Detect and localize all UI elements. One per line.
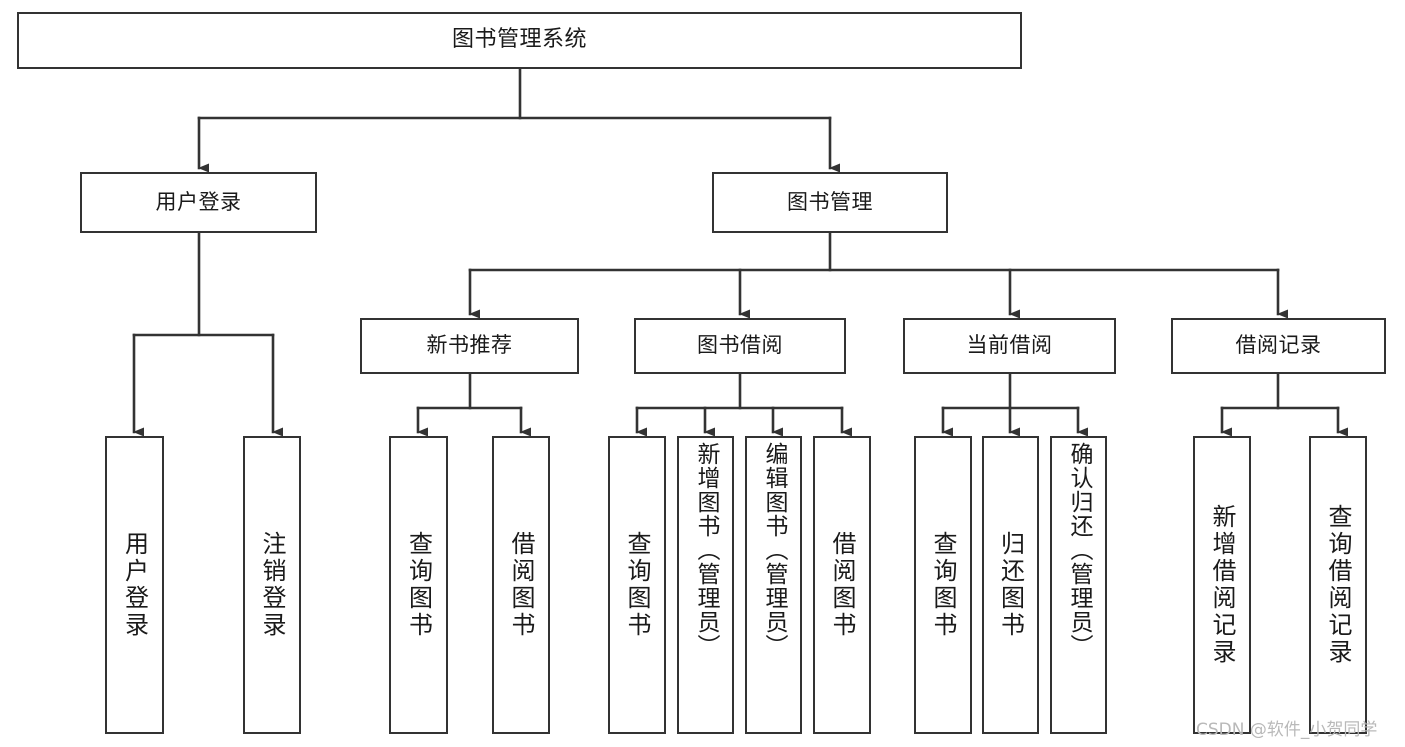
leaf-user-logout[interactable]: 注销登录 (243, 436, 301, 734)
leaf-add-book-label: 新增图书（管理员） (693, 442, 719, 658)
leaf-borrow-book-2[interactable]: 借阅图书 (813, 436, 871, 734)
node-new-book-recommend[interactable]: 新书推荐 (360, 318, 579, 374)
node-book-borrow[interactable]: 图书借阅 (634, 318, 846, 374)
leaf-borrow-book-1-label: 借阅图书 (507, 531, 535, 639)
leaf-borrow-book-1[interactable]: 借阅图书 (492, 436, 550, 734)
node-new-book-recommend-label: 新书推荐 (426, 333, 513, 358)
leaf-borrow-book-2-label: 借阅图书 (828, 531, 856, 639)
leaf-edit-book-label: 编辑图书（管理员） (761, 442, 787, 658)
node-book-management[interactable]: 图书管理 (712, 172, 948, 233)
node-borrow-record[interactable]: 借阅记录 (1171, 318, 1386, 374)
leaf-add-record[interactable]: 新增借阅记录 (1193, 436, 1251, 734)
node-book-management-label: 图书管理 (787, 189, 873, 214)
leaf-query-book-3[interactable]: 查询图书 (914, 436, 972, 734)
leaf-query-book-1-label: 查询图书 (404, 531, 433, 639)
leaf-query-book-2-label: 查询图书 (623, 531, 651, 639)
leaf-query-book-2[interactable]: 查询图书 (608, 436, 666, 734)
leaf-edit-book[interactable]: 编辑图书（管理员） (745, 436, 802, 734)
node-current-borrow[interactable]: 当前借阅 (903, 318, 1116, 374)
leaf-user-logout-label: 注销登录 (258, 531, 286, 639)
node-user-login-label: 用户登录 (155, 189, 242, 214)
leaf-user-login-label: 用户登录 (120, 531, 149, 639)
csdn-watermark: CSDN @软件_小贺同学 (1196, 720, 1378, 740)
node-borrow-record-label: 借阅记录 (1235, 333, 1322, 358)
node-current-borrow-label: 当前借阅 (966, 333, 1053, 358)
leaf-return-book-label: 归还图书 (996, 531, 1025, 639)
leaf-confirm-return-label: 确认归还（管理员） (1066, 442, 1092, 658)
leaf-user-login[interactable]: 用户登录 (105, 436, 164, 734)
leaf-query-record[interactable]: 查询借阅记录 (1309, 436, 1367, 734)
node-root[interactable]: 图书管理系统 (17, 12, 1022, 69)
leaf-return-book[interactable]: 归还图书 (982, 436, 1039, 734)
leaf-query-book-3-label: 查询图书 (929, 531, 957, 639)
leaf-add-book[interactable]: 新增图书（管理员） (677, 436, 734, 734)
node-user-login[interactable]: 用户登录 (80, 172, 317, 233)
node-book-borrow-label: 图书借阅 (697, 333, 783, 358)
leaf-confirm-return[interactable]: 确认归还（管理员） (1050, 436, 1107, 734)
leaf-add-record-label: 新增借阅记录 (1208, 504, 1236, 666)
node-root-label: 图书管理系统 (451, 27, 587, 53)
leaf-query-record-label: 查询借阅记录 (1324, 504, 1352, 666)
leaf-query-book-1[interactable]: 查询图书 (389, 436, 448, 734)
